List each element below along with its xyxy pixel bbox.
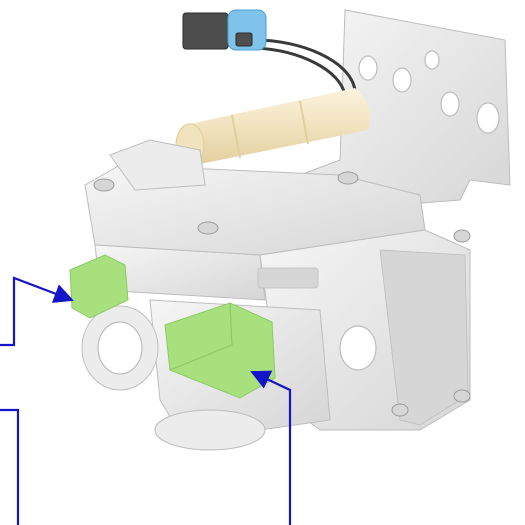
left-highlighted-port (69, 254, 129, 319)
bolt-icon (197, 221, 219, 235)
bolts (93, 171, 471, 417)
plug-icon (182, 12, 229, 50)
connector-cable (253, 46, 347, 97)
bracket-hole (392, 67, 412, 93)
valve-bottom-flange (154, 409, 266, 451)
cylinder-icon (181, 88, 370, 165)
electrical-connector (182, 9, 267, 51)
bracket-hole (476, 102, 500, 134)
port-icon (69, 254, 129, 319)
bolt-icon (391, 403, 409, 417)
callout-lower-left (0, 408, 20, 525)
front-highlighted-port (164, 302, 276, 399)
mounting-bracket (299, 9, 511, 211)
cylinder-ring (299, 100, 309, 145)
cylinder-ring (231, 114, 241, 159)
valve-top-cover (109, 139, 206, 191)
callout-front-port (250, 370, 292, 525)
callout-left-port (0, 276, 74, 347)
valve-front-port-bore (97, 321, 143, 375)
callouts (0, 276, 292, 525)
bolt-icon (453, 229, 471, 243)
bolt-icon (93, 178, 115, 192)
bracket-plate (299, 9, 511, 211)
bolt-icon (337, 171, 359, 185)
valve-slot (257, 267, 319, 289)
bracket-hole (424, 50, 440, 70)
bracket-hole (440, 91, 460, 117)
port-edge (169, 302, 233, 371)
valve-housing-shadow (379, 249, 469, 426)
valve-side-port (339, 325, 377, 371)
bolt-icon (453, 389, 471, 403)
bracket-hole (358, 55, 378, 81)
connector-latch (235, 32, 253, 47)
